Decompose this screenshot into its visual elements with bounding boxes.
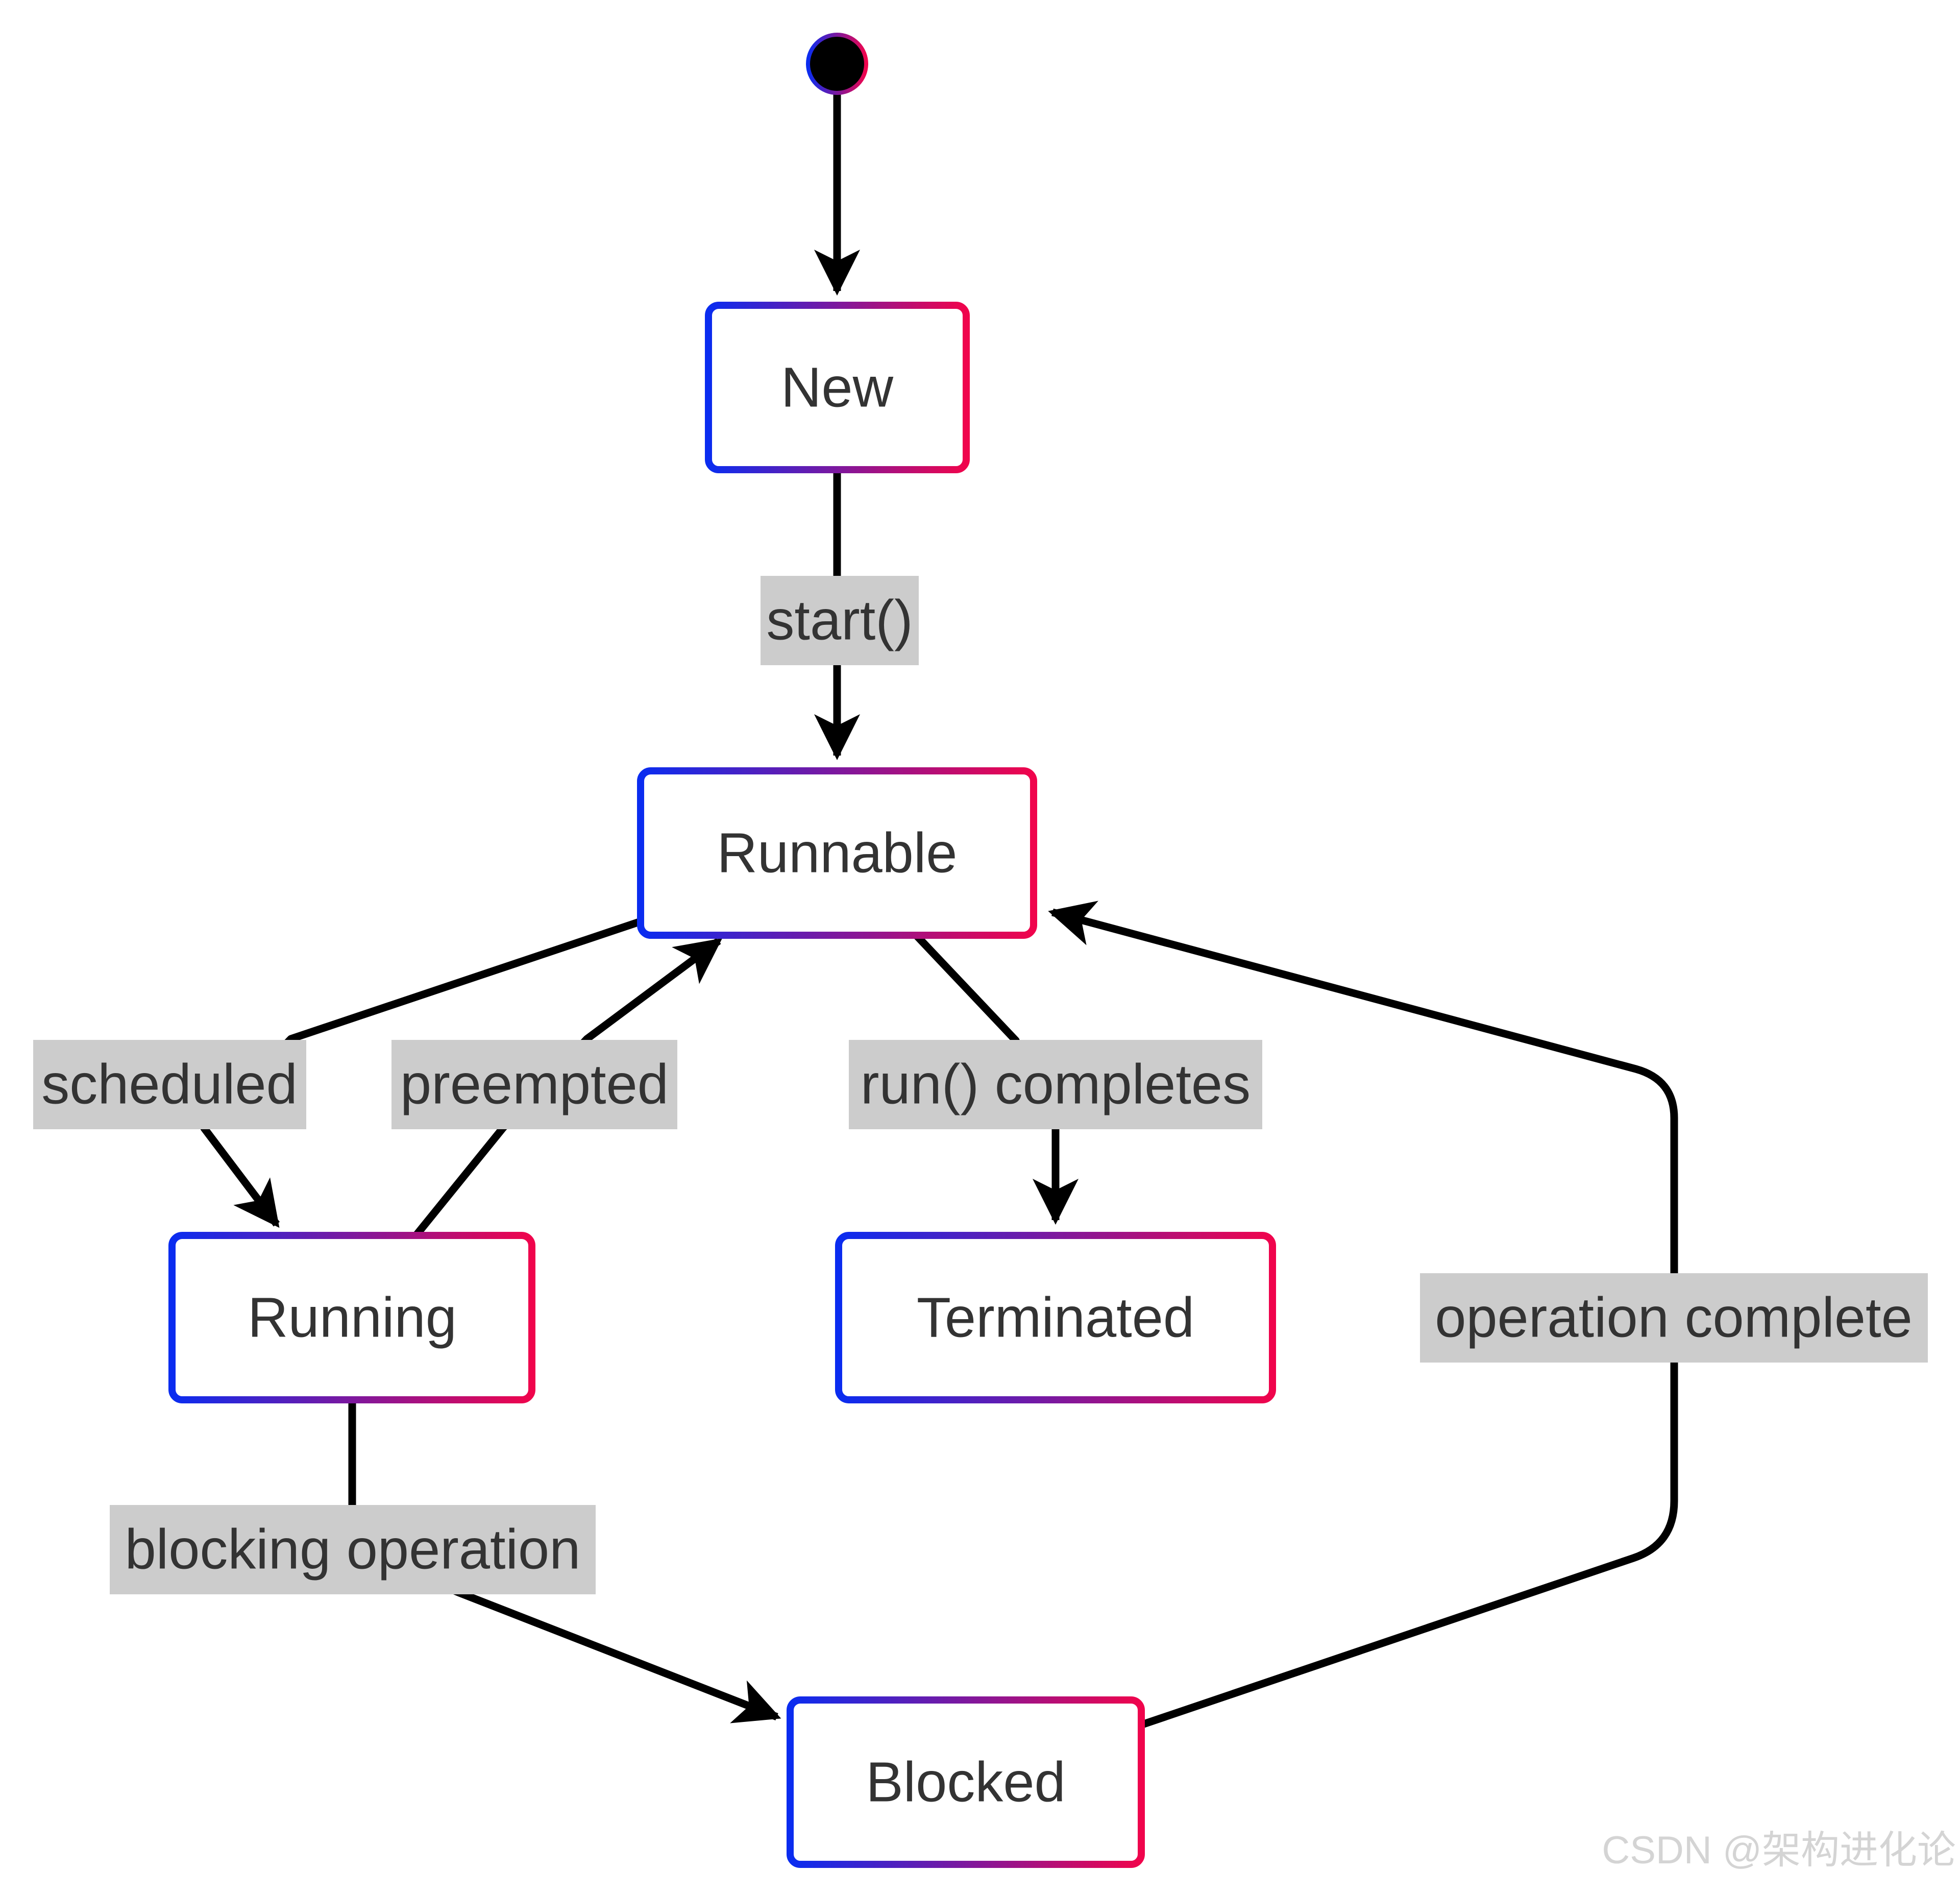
- state-blocked-label: Blocked: [866, 1751, 1065, 1814]
- label-operation-complete-bg: [1420, 1273, 1928, 1363]
- label-start: start(): [761, 576, 919, 665]
- state-runnable: Runnable: [637, 767, 1037, 939]
- label-run-completes-text: run() completes: [861, 1053, 1251, 1116]
- label-start-bg: [761, 576, 919, 665]
- state-running-box: [168, 1232, 535, 1403]
- state-running-label: Running: [248, 1286, 457, 1349]
- watermark-text: CSDN @架构进化论: [1602, 1829, 1956, 1872]
- state-terminated-box: [835, 1232, 1276, 1403]
- state-blocked-box: [787, 1696, 1145, 1868]
- label-run-completes: run() completes: [849, 1040, 1262, 1129]
- state-running: Running: [168, 1232, 535, 1403]
- label-preempted: preempted: [391, 1040, 677, 1129]
- label-blocking-operation-text: blocking operation: [125, 1518, 581, 1581]
- state-terminated-label: Terminated: [917, 1286, 1194, 1349]
- state-new-box: [705, 302, 970, 473]
- label-run-completes-bg: [849, 1040, 1262, 1129]
- state-blocked: Blocked: [787, 1696, 1145, 1868]
- label-scheduled-bg: [33, 1040, 306, 1129]
- state-terminated: Terminated: [835, 1232, 1276, 1403]
- label-scheduled-text: scheduled: [41, 1053, 298, 1116]
- label-preempted-bg: [391, 1040, 677, 1129]
- label-preempted-text: preempted: [400, 1053, 669, 1116]
- state-new-label: New: [781, 356, 894, 419]
- state-new: New: [705, 302, 970, 473]
- edge-blocked-to-runnable: [1048, 901, 1678, 1729]
- initial-state-dot: [806, 33, 868, 95]
- label-blocking-operation-bg: [110, 1505, 596, 1594]
- label-operation-complete-text: operation complete: [1435, 1286, 1913, 1349]
- label-start-text: start(): [766, 589, 913, 652]
- state-runnable-label: Runnable: [717, 822, 958, 885]
- label-blocking-operation: blocking operation: [110, 1505, 596, 1594]
- label-scheduled: scheduled: [33, 1040, 306, 1129]
- state-runnable-box: [637, 767, 1037, 939]
- label-operation-complete: operation complete: [1420, 1273, 1928, 1363]
